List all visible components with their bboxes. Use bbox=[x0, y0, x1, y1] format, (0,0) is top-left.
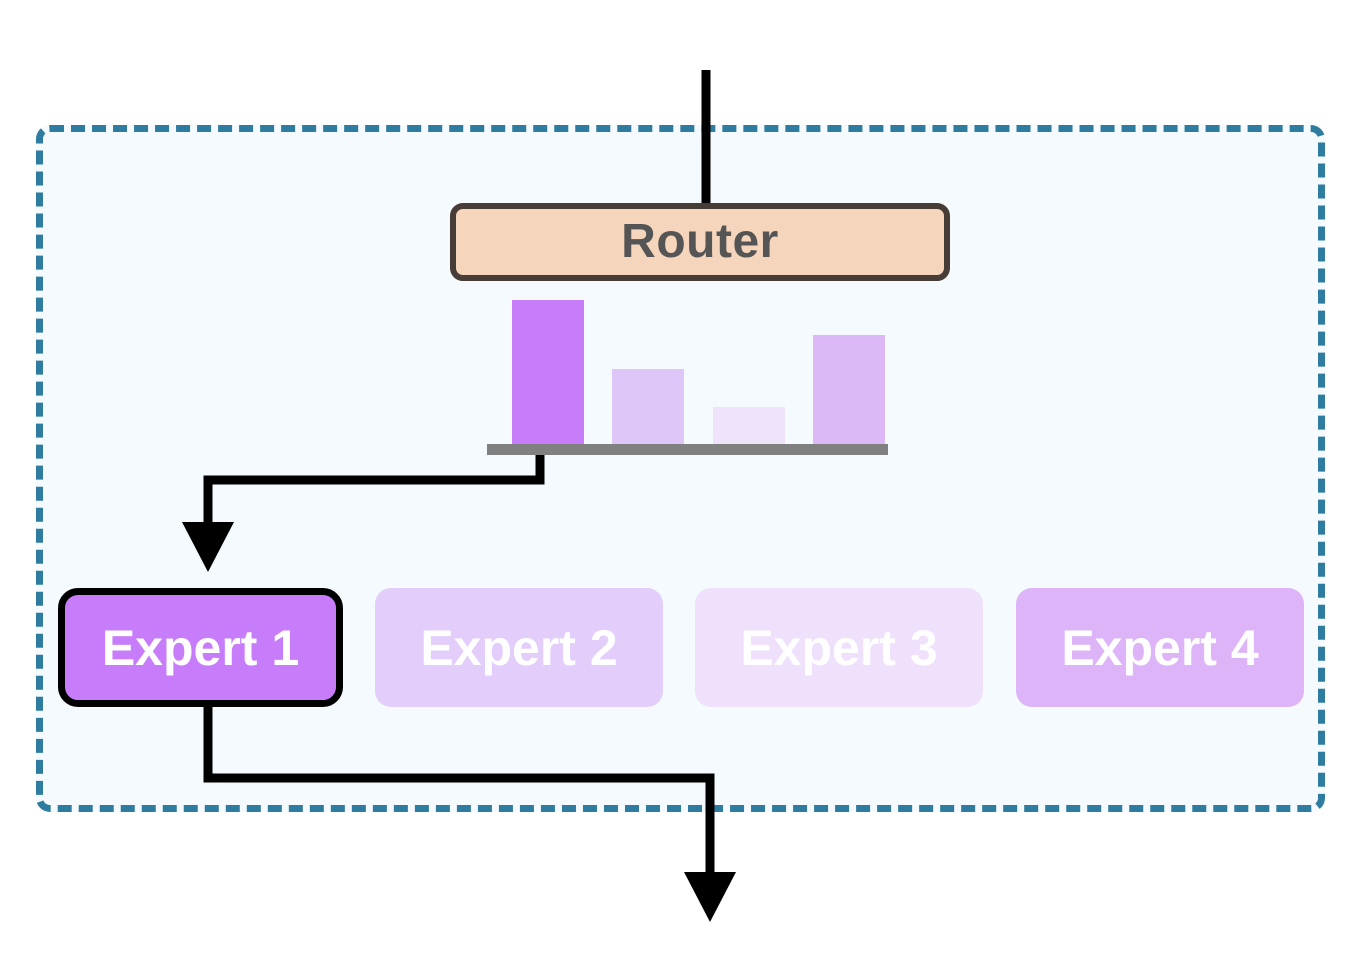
expert-node-1[interactable]: Expert 1 bbox=[58, 588, 343, 707]
expert-node-3[interactable]: Expert 3 bbox=[695, 588, 983, 707]
chart-bar-3 bbox=[712, 406, 785, 444]
chart-bar-4 bbox=[812, 334, 885, 444]
chart-baseline bbox=[487, 444, 888, 455]
router-probability-chart bbox=[487, 300, 888, 455]
expert-label: Expert 2 bbox=[420, 619, 618, 676]
chart-bar-1 bbox=[512, 300, 585, 444]
expert-node-4[interactable]: Expert 4 bbox=[1016, 588, 1304, 707]
expert-label: Expert 4 bbox=[1061, 619, 1259, 676]
expert-label: Expert 1 bbox=[101, 619, 300, 676]
expert-label: Expert 3 bbox=[740, 619, 938, 676]
output-arrowhead-icon bbox=[684, 872, 736, 922]
expert-node-2[interactable]: Expert 2 bbox=[375, 588, 663, 707]
router-node[interactable]: Router bbox=[450, 203, 950, 281]
router-label: Router bbox=[621, 215, 779, 268]
chart-bar-2 bbox=[612, 369, 685, 444]
